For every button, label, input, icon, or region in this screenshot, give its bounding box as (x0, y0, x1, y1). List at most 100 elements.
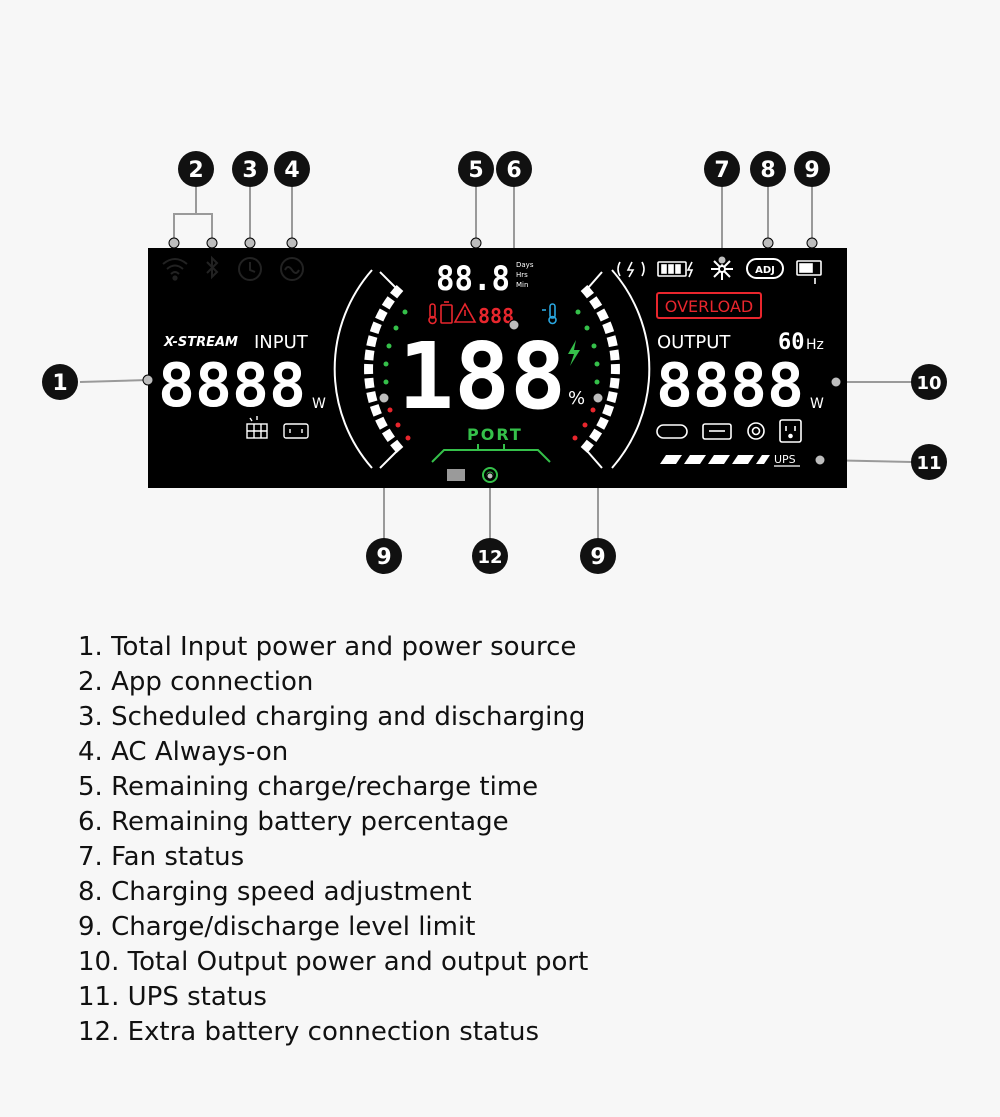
svg-text:9: 9 (804, 158, 819, 183)
warning-icons (428, 301, 477, 325)
brand-logo: X-STREAM (163, 335, 238, 350)
cooling-temperature-icon (542, 303, 557, 325)
svg-text:8: 8 (760, 158, 775, 183)
charging-bolt-icon (568, 340, 580, 366)
legend-item: 1. Total Input power and power source (78, 632, 577, 662)
svg-text:1: 1 (52, 371, 67, 396)
callout-10: 10 (911, 364, 947, 400)
legend-item: 10. Total Output power and output port (78, 947, 589, 977)
port-label: PORT (467, 425, 523, 444)
input-unit: W (312, 396, 326, 412)
wifi-icon (162, 258, 188, 281)
error-code-value: 888 (478, 304, 514, 328)
input-power-value: 8888 (158, 351, 306, 421)
lcd-screen (148, 248, 847, 488)
svg-text:7: 7 (714, 158, 729, 183)
callout-2: 2 (178, 151, 214, 187)
dc-port-icon (747, 422, 765, 440)
battery-warning-icon (440, 301, 453, 324)
solar-icon (246, 416, 268, 439)
lcd-diagram: X-STREAM INPUT 8888 W (42, 151, 947, 574)
extra-battery-icon (447, 469, 465, 481)
ac-outlet-icon (779, 419, 802, 443)
svg-text:9: 9 (590, 545, 605, 570)
extra-battery-status-icon (482, 467, 498, 483)
callout-9-right: 9 (580, 538, 616, 574)
ups-bar (660, 455, 770, 464)
legend-item: 5. Remaining charge/recharge time (78, 772, 539, 802)
svg-text:2: 2 (188, 158, 203, 183)
svg-text:11: 11 (916, 453, 941, 474)
svg-text:9: 9 (376, 545, 391, 570)
temperature-warning-icon (428, 303, 437, 325)
adj-icon (746, 258, 784, 279)
legend-item: 8. Charging speed adjustment (78, 877, 472, 907)
right-level-markers (572, 309, 600, 441)
time-unit-min: Min (516, 281, 528, 289)
overload-label: OVERLOAD (665, 297, 753, 316)
ac-input-icon (283, 423, 309, 439)
callout-1: 1 (42, 364, 78, 400)
input-section: X-STREAM INPUT 8888 W (158, 332, 326, 439)
frequency-value: 60 (778, 330, 805, 355)
bluetooth-icon (206, 255, 219, 280)
output-label: OUTPUT (657, 332, 731, 353)
legend-item: 3. Scheduled charging and discharging (78, 702, 586, 732)
time-unit-days: Days (516, 261, 534, 269)
svg-text:4: 4 (284, 158, 299, 183)
callout-4: 4 (274, 151, 310, 187)
callout-6: 6 (496, 151, 532, 187)
input-label: INPUT (254, 332, 309, 353)
port-bracket (431, 444, 551, 463)
legend-item: 4. AC Always-on (78, 737, 289, 767)
output-section: ADJ OVERLOAD OUTPUT 60 Hz 8888 W (617, 258, 824, 467)
remaining-time-value: 88.8 (436, 259, 510, 299)
ac-always-on-icon (280, 257, 304, 281)
legend-item: 7. Fan status (78, 842, 245, 872)
svg-text:3: 3 (242, 158, 257, 183)
callout-11: 11 (911, 444, 947, 480)
fan-icon (711, 258, 733, 280)
callout-3: 3 (232, 151, 268, 187)
callout-5: 5 (458, 151, 494, 187)
limit-battery-icon (796, 260, 822, 284)
alert-triangle-icon (453, 302, 477, 323)
callout-9-left: 9 (366, 538, 402, 574)
svg-text:5: 5 (468, 158, 483, 183)
legend-item: 12. Extra battery connection status (78, 1017, 540, 1047)
leader-endpoints (142, 237, 842, 480)
left-arc-bracket (333, 269, 373, 469)
legend-list: 1. Total Input power and power source 2.… (78, 630, 588, 1050)
svg-text:10: 10 (916, 373, 941, 394)
legend-item: 11. UPS status (78, 982, 267, 1012)
left-level-markers (383, 309, 411, 441)
legend-item: 6. Remaining battery percentage (78, 807, 509, 837)
time-unit-hrs: Hrs (516, 271, 528, 279)
clock-icon (238, 257, 262, 281)
adj-label: ADJ (755, 265, 775, 276)
callout-12: 12 (472, 538, 508, 574)
legend-item: 2. App connection (78, 667, 314, 697)
callout-8: 8 (750, 151, 786, 187)
output-power-value: 8888 (656, 351, 804, 421)
right-level-arc (580, 284, 620, 454)
wireless-charging-icon (617, 261, 645, 278)
battery-charge-icon (657, 261, 694, 278)
usb-c-port-icon (656, 424, 688, 439)
overload-indicator (656, 292, 762, 319)
battery-percentage-value: 188 (398, 323, 566, 430)
ups-label: UPS (774, 453, 796, 466)
svg-text:12: 12 (477, 547, 502, 568)
svg-text:6: 6 (506, 158, 521, 183)
usb-a-port-icon (702, 423, 732, 440)
frequency-unit: Hz (806, 337, 824, 353)
callout-markers: 1 2 3 4 5 6 7 8 9 10 11 9 12 9 (42, 151, 947, 574)
right-arc-bracket (611, 269, 651, 469)
battery-section: 88.8 Days Hrs Min 888 188 % PORT (333, 259, 651, 483)
callout-9-top: 9 (794, 151, 830, 187)
output-unit: W (810, 396, 824, 412)
battery-unit: % (568, 388, 585, 409)
callout-7: 7 (704, 151, 740, 187)
legend-item: 9. Charge/discharge level limit (78, 912, 476, 942)
left-level-arc (364, 284, 404, 454)
